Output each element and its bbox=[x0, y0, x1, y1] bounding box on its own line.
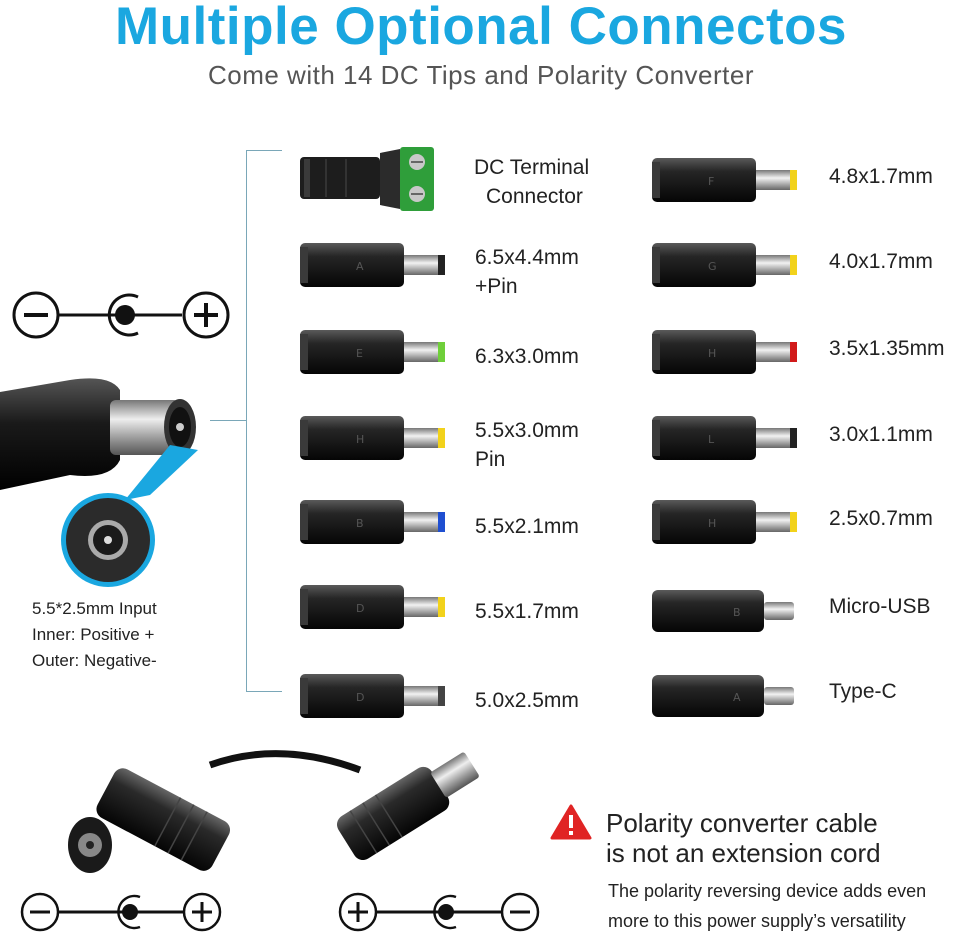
minus-icon bbox=[12, 291, 60, 339]
tip-label-left-1: 6.5x4.4mm+Pin bbox=[475, 246, 579, 298]
tip-connector-right-5: B bbox=[652, 590, 794, 632]
svg-text:B: B bbox=[356, 517, 364, 530]
tip-connector-left-2: E bbox=[300, 330, 445, 374]
polarity-symbol-converter-in bbox=[20, 892, 222, 932]
center-positive-icon bbox=[433, 894, 457, 930]
tip-connector-right-1: G bbox=[652, 243, 797, 287]
center-positive-icon bbox=[117, 894, 141, 930]
svg-text:G: G bbox=[708, 260, 717, 273]
left-bracket bbox=[246, 150, 247, 691]
tip-label-left-2: 6.3x3.0mm bbox=[475, 345, 579, 368]
tip-label-left-6: 5.0x2.5mm bbox=[475, 689, 579, 712]
minus-icon bbox=[500, 892, 540, 932]
tip-label-dc-terminal: DC Terminal Connector bbox=[474, 156, 590, 208]
svg-text:A: A bbox=[356, 260, 364, 273]
tip-label-left-5: 5.5x1.7mm bbox=[475, 600, 579, 623]
polarity-symbol-converter-out bbox=[338, 892, 540, 932]
tip-connector-left-1: A bbox=[300, 243, 445, 287]
svg-text:E: E bbox=[356, 347, 363, 360]
minus-icon bbox=[20, 892, 60, 932]
bracket-bottom-tick bbox=[246, 691, 282, 692]
svg-text:L: L bbox=[708, 433, 715, 446]
polarity-converter-cable-image bbox=[68, 750, 479, 873]
svg-text:A: A bbox=[733, 691, 741, 704]
tip-connector-right-0: F bbox=[652, 158, 797, 202]
tip-connector-right-2: H bbox=[652, 330, 797, 374]
svg-text:H: H bbox=[356, 433, 364, 446]
polarity-symbol-input bbox=[12, 291, 230, 339]
plus-icon bbox=[338, 892, 378, 932]
warning-heading: Polarity converter cable is not an exten… bbox=[606, 808, 881, 868]
page-subtitle: Come with 14 DC Tips and Polarity Conver… bbox=[207, 60, 755, 90]
page-title: Multiple Optional Connectos bbox=[115, 0, 847, 56]
warning-icon bbox=[550, 804, 592, 840]
svg-text:D: D bbox=[356, 691, 364, 704]
input-spec: 5.5*2.5mm Input Inner: Positive + Outer:… bbox=[32, 596, 157, 674]
tip-label-left-4: 5.5x2.1mm bbox=[475, 515, 579, 538]
tip-label-right-3: 3.0x1.1mm bbox=[829, 423, 933, 446]
tip-connector-left-6: D bbox=[300, 674, 445, 718]
tip-label-right-1: 4.0x1.7mm bbox=[829, 250, 933, 273]
plus-icon bbox=[182, 892, 222, 932]
input-spec-outer: Outer: Negative- bbox=[32, 651, 157, 670]
input-plug-image bbox=[0, 378, 198, 587]
plus-icon bbox=[182, 291, 230, 339]
tip-connector-right-4: H bbox=[652, 500, 797, 544]
svg-text:B: B bbox=[733, 606, 741, 619]
tip-label-right-2: 3.5x1.35mm bbox=[829, 337, 945, 360]
dc-terminal-connector-image bbox=[300, 147, 434, 211]
tip-label-right-5: Micro-USB bbox=[829, 595, 931, 618]
svg-text:D: D bbox=[356, 602, 364, 615]
tip-connector-right-6: A bbox=[652, 675, 794, 717]
tip-connector-left-5: D bbox=[300, 585, 445, 629]
input-spec-size: 5.5*2.5mm Input bbox=[32, 599, 157, 618]
svg-text:F: F bbox=[708, 175, 714, 188]
tip-connector-left-4: B bbox=[300, 500, 445, 544]
svg-text:H: H bbox=[708, 347, 716, 360]
center-positive-icon bbox=[107, 293, 139, 337]
warning-description: The polarity reversing device adds even … bbox=[608, 881, 927, 931]
tip-connector-right-3: L bbox=[652, 416, 797, 460]
bracket-top-tick bbox=[246, 150, 282, 151]
tip-label-right-6: Type-C bbox=[829, 680, 897, 703]
tip-connector-left-3: H bbox=[300, 416, 445, 460]
bracket-mid-tick bbox=[210, 420, 246, 421]
tip-label-right-4: 2.5x0.7mm bbox=[829, 507, 933, 530]
svg-text:H: H bbox=[708, 517, 716, 530]
tip-label-right-0: 4.8x1.7mm bbox=[829, 165, 933, 188]
input-spec-inner: Inner: Positive + bbox=[32, 625, 155, 644]
